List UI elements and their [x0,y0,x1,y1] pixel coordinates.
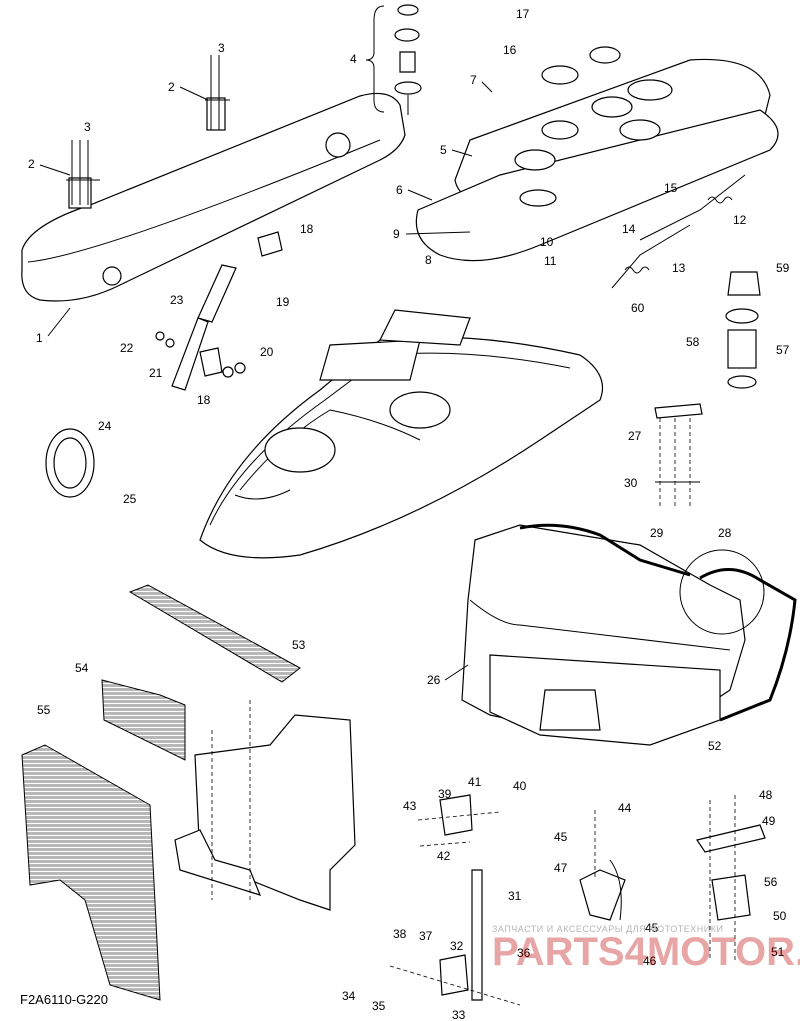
part-5-6-console-panel [415,46,779,262]
part-26-rear-bench [461,523,797,746]
callout-17: 17 [516,7,530,21]
callout-50: 50 [773,909,787,923]
part-24-25-ring [45,428,95,498]
callout-36: 36 [517,946,531,960]
callout-27: 27 [628,429,642,443]
callout-25: 25 [123,492,137,506]
part-storage-compartment [174,700,356,911]
callout-53: 53 [292,638,306,652]
watermark-tagline: ЗАПЧАСТИ И АКСЕССУАРЫ ДЛЯ МОТОТЕХНИКИ [492,924,724,934]
callout-4: 4 [350,52,357,66]
callout-41: 41 [468,775,482,789]
callout-58: 58 [686,335,700,349]
callout-32: 32 [450,939,464,953]
callout-45b: 45 [645,921,659,935]
part-57-59-filter [725,271,761,389]
callout-5: 5 [440,143,447,157]
callout-37: 37 [419,929,433,943]
callout-18b: 18 [197,393,211,407]
part-48-56-bracket [696,795,766,960]
callout-11: 11 [544,254,557,268]
callout-59: 59 [776,261,790,275]
part-4-cup-holder-stack [365,4,422,115]
callout-16: 16 [503,43,517,57]
callout-42: 42 [437,849,451,863]
callout-60: 60 [631,301,645,315]
callout-47: 47 [554,861,568,875]
watermark-logo: PARTS4MOTOR.RU [492,930,800,974]
callout-20: 20 [260,345,274,359]
part-1-cushion [21,92,406,302]
callout-57: 57 [776,343,790,357]
callout-3a: 3 [84,120,91,134]
callout-18a: 18 [300,222,314,236]
callout-55: 55 [37,703,51,717]
callout-19: 19 [276,295,290,309]
part-44-47-hinge [579,810,626,921]
callout-49: 49 [762,814,776,828]
drawing-code: F2A6110-G220 [20,992,108,1007]
callout-8: 8 [425,253,432,267]
callout-10: 10 [540,235,554,249]
callout-45a: 45 [554,830,568,844]
callout-2a: 2 [28,157,35,171]
callout-39: 39 [438,787,452,801]
callout-3b: 3 [218,41,225,55]
boat-hull-overview [199,309,604,559]
callout-24: 24 [98,419,112,433]
part-12-15-60-cables [611,174,746,289]
callout-7: 7 [470,73,477,87]
callout-56: 56 [764,875,778,889]
callout-2b: 2 [168,80,175,94]
callout-12: 12 [733,213,747,227]
callout-52: 52 [708,739,722,753]
callout-43: 43 [403,799,417,813]
part-53-55-mats [21,584,301,1001]
callout-22: 22 [120,341,134,355]
callout-14: 14 [622,222,636,236]
callout-35: 35 [372,999,386,1013]
callout-6: 6 [396,183,403,197]
callout-54: 54 [75,661,89,675]
callout-26: 26 [427,673,441,687]
fasteners-2-3 [66,55,230,205]
callout-1: 1 [36,331,43,345]
part-18-23-gas-strut [155,231,283,391]
callout-48: 48 [759,788,773,802]
callout-28: 28 [718,526,732,540]
callout-23: 23 [170,293,184,307]
part-31-43-latch [389,794,521,1006]
part-27-30-bolts [654,403,703,508]
callout-30: 30 [624,476,638,490]
callout-labels: 1 2 2 3 3 4 5 6 7 8 9 10 11 12 13 14 15 … [28,7,790,1021]
callout-33: 33 [452,1008,466,1021]
svg-text:PARTS4MOTOR.RU: PARTS4MOTOR.RU [492,930,800,974]
callout-15: 15 [664,181,678,195]
callout-51: 51 [771,945,785,959]
callout-38: 38 [393,927,407,941]
callout-46: 46 [643,954,657,968]
callout-44: 44 [618,801,632,815]
callout-40: 40 [513,779,527,793]
callout-34: 34 [342,989,356,1003]
callout-13: 13 [672,261,686,275]
callout-9: 9 [393,227,400,241]
callout-21: 21 [149,366,163,380]
callout-31: 31 [508,889,522,903]
callout-29: 29 [650,526,664,540]
